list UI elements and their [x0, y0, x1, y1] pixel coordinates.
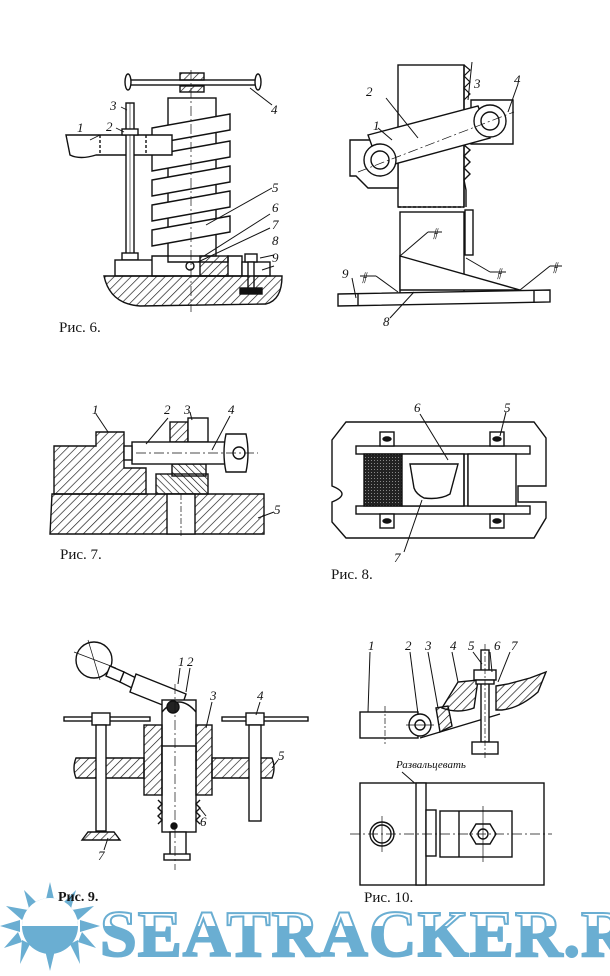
callout-7: 7 [98, 848, 105, 863]
callout-1: 1 [373, 118, 380, 133]
caption-fig8: Рис. 8. [331, 567, 373, 583]
callout-1: 1 [178, 654, 185, 669]
caption-fig7: Рис. 7. [60, 547, 102, 563]
watermark: SEATRACKER.RU SEATRACKER.RU Рис. 9. [0, 880, 610, 972]
callout-5: 5 [272, 180, 279, 195]
figure-bracket: ⫲ ⫲ ⫲ ⫲ 1 2 3 4 8 9 [310, 0, 610, 350]
callout-9: 9 [342, 266, 349, 281]
callout-2: 2 [366, 84, 373, 99]
figure-7: 1 2 3 4 5 Рис. 7. [40, 390, 310, 580]
callout-9: 9 [272, 250, 279, 265]
callout-2: 2 [106, 119, 113, 134]
figure-6-drawing: 1 2 3 4 5 6 7 8 9 [65, 70, 283, 312]
callout-2: 2 [405, 638, 412, 653]
callout-7: 7 [272, 217, 279, 232]
callout-3: 3 [473, 76, 481, 91]
weld-mark: ⫲ [362, 269, 368, 284]
callout-6: 6 [272, 200, 279, 215]
figure-8: 6 5 7 Рис. 8. [310, 390, 580, 590]
figure-7-drawing: 1 2 3 4 5 [49, 402, 281, 538]
callout-5: 5 [504, 400, 511, 415]
callout-1: 1 [92, 402, 99, 417]
callout-4: 4 [514, 72, 521, 87]
callout-3: 3 [424, 638, 432, 653]
callout-4: 4 [450, 638, 457, 653]
callout-4: 4 [228, 402, 235, 417]
sun-logo-icon [0, 882, 100, 971]
weld-mark: ⫲ [433, 225, 439, 240]
callout-5: 5 [274, 502, 281, 517]
caption-fig10: Рис. 10. [364, 890, 414, 906]
figure-6: 1 2 3 4 5 6 7 8 9 Рис. 6. [0, 0, 310, 350]
caption-fig9: Рис. 9. [58, 890, 99, 905]
figure-8-drawing: 6 5 7 [331, 400, 547, 565]
weld-mark: ⫲ [553, 259, 559, 274]
callout-1: 1 [77, 120, 84, 135]
caption-fig6: Рис. 6. [59, 320, 101, 336]
figure-9: 1 2 3 4 5 6 7 [40, 620, 310, 890]
callout-8: 8 [272, 233, 279, 248]
watermark-text: SEATRACKER.RU [100, 898, 610, 971]
callout-3: 3 [109, 98, 117, 113]
callout-2: 2 [187, 654, 194, 669]
watermark-graphic: SEATRACKER.RU SEATRACKER.RU [0, 882, 610, 972]
note-flare: Развальцевать [395, 759, 466, 771]
callout-6: 6 [494, 638, 501, 653]
callout-7: 7 [394, 550, 401, 565]
callout-7: 7 [511, 638, 518, 653]
callout-5: 5 [278, 748, 285, 763]
callout-3: 3 [183, 402, 191, 417]
figure-9-drawing: 1 2 3 4 5 6 7 [63, 639, 309, 870]
figure-10: 1 2 3 4 5 6 7 Развальцевать Рис. 10. [330, 630, 570, 906]
callout-5: 5 [468, 638, 475, 653]
callout-6: 6 [200, 814, 207, 829]
callout-6: 6 [414, 400, 421, 415]
figure-10-drawing: 1 2 3 4 5 6 7 Развальцевать [350, 638, 552, 886]
callout-8: 8 [383, 314, 390, 329]
callout-2: 2 [164, 402, 171, 417]
callout-3: 3 [209, 688, 217, 703]
callout-1: 1 [368, 638, 375, 653]
figure-bracket-drawing: ⫲ ⫲ ⫲ ⫲ 1 2 3 4 8 9 [337, 61, 562, 329]
callout-4: 4 [257, 688, 264, 703]
callout-4: 4 [271, 102, 278, 117]
weld-mark: ⫲ [497, 265, 503, 280]
watermark-text-fill: SEATRACKER.RU [100, 898, 610, 971]
